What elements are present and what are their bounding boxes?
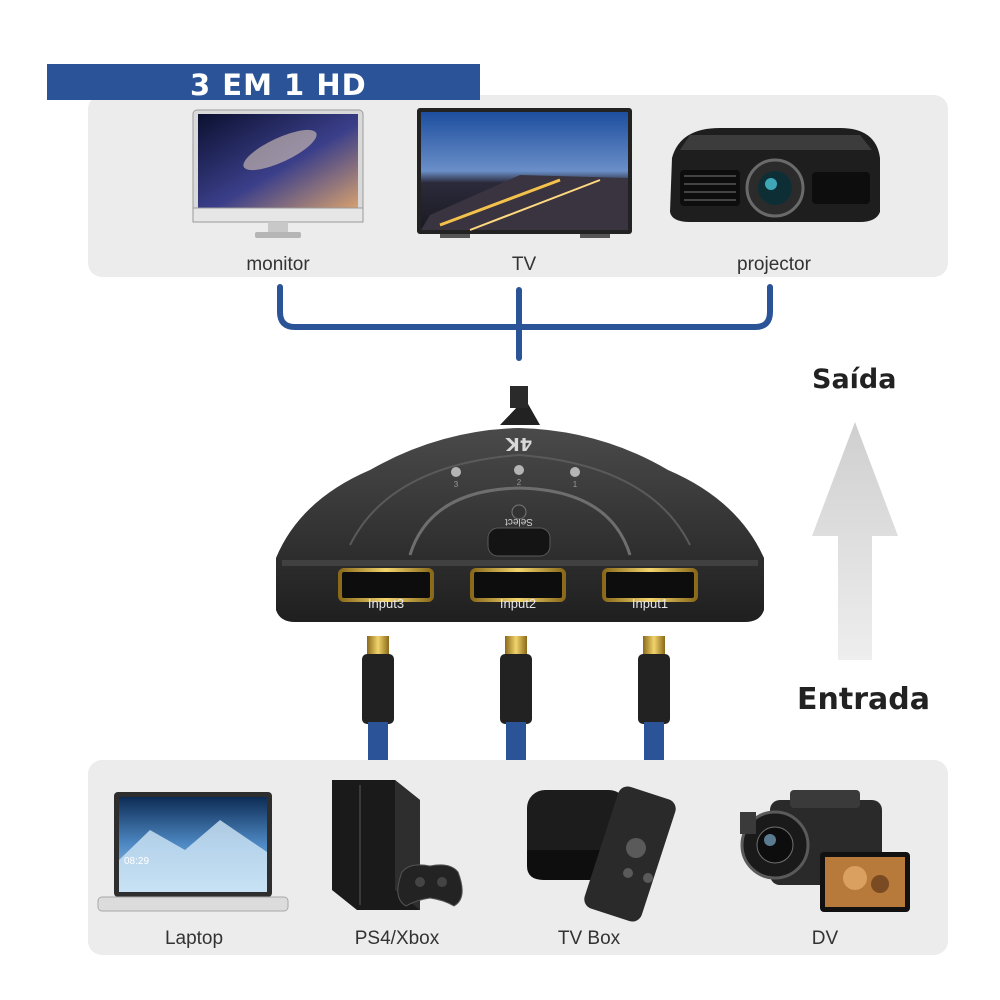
input-cable-3 (362, 636, 394, 760)
camcorder-icon (740, 790, 910, 912)
input-cables (362, 636, 670, 760)
title-banner (47, 64, 480, 100)
output-direction-label: Saída (812, 364, 897, 395)
input-label-dv: DV (811, 928, 839, 949)
select-button-label: Select (505, 516, 533, 527)
hdmi-port-2 (470, 568, 566, 602)
projector-icon (670, 128, 880, 222)
port-label-input2: Input2 (499, 596, 537, 611)
output-label-tv: TV (511, 254, 537, 275)
hdmi-port-1 (602, 568, 698, 602)
input-cable-2 (500, 636, 532, 760)
port-label-input3: Input3 (367, 596, 405, 611)
led-label-1: 1 (572, 480, 578, 489)
upward-arrow-icon (812, 422, 898, 660)
output-cable (277, 284, 773, 361)
led-label-3: 3 (453, 480, 459, 489)
tv-box-icon (527, 786, 676, 922)
laptop-clock: 08:29 (124, 856, 150, 867)
input-direction-label: Entrada (797, 682, 930, 717)
monitor-icon (192, 109, 364, 238)
switch-badge: 4K (505, 433, 533, 454)
hdmi-port-3 (338, 568, 434, 602)
port-label-input1: Input1 (631, 596, 669, 611)
led-label-2: 2 (516, 478, 522, 487)
hdmi-switch (276, 386, 764, 622)
output-label-monitor: monitor (246, 254, 310, 275)
tv-icon (417, 108, 632, 238)
input-label-tv-box: TV Box (557, 928, 621, 949)
input-label-ps4-xbox: PS4/Xbox (354, 928, 440, 949)
input-label-laptop: Laptop (164, 928, 224, 949)
laptop-icon (97, 792, 289, 912)
output-label-projector: projector (737, 254, 811, 275)
input-cable-1 (638, 636, 670, 760)
game-console-icon (332, 780, 463, 910)
page-title: 3 EM 1 HD (190, 68, 367, 102)
